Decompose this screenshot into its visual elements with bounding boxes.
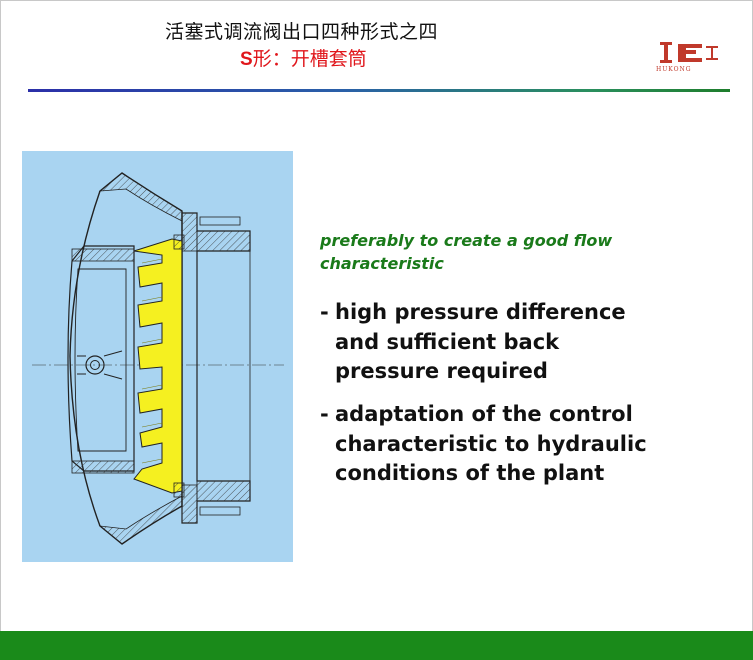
bullet-dash: - — [320, 402, 329, 426]
company-logo-icon — [660, 42, 718, 63]
valve-cross-section-drawing — [32, 172, 284, 545]
header-divider — [28, 89, 730, 92]
slide-subtitle: S形：开槽套筒 — [240, 44, 367, 71]
bullet-pressure: - high pressure difference and sufficien… — [320, 298, 660, 387]
valve-section-figure — [22, 151, 293, 562]
bullet-text: adaptation of the control characteristic… — [335, 402, 647, 485]
flow-characteristic-note: preferably to create a good flow charact… — [320, 231, 613, 273]
subtitle-prefix: S — [240, 49, 253, 70]
bullet-text: high pressure difference and sufficient … — [335, 300, 626, 383]
footer-bar — [0, 631, 753, 660]
subtitle-text: 形：开槽套筒 — [252, 48, 367, 70]
logo-caption: HUKONG — [656, 66, 692, 73]
bullet-dash: - — [320, 300, 329, 324]
bullet-adaptation: - adaptation of the control characterist… — [320, 400, 660, 489]
slide-title: 活塞式调流阀出口四种形式之四 — [165, 21, 439, 43]
